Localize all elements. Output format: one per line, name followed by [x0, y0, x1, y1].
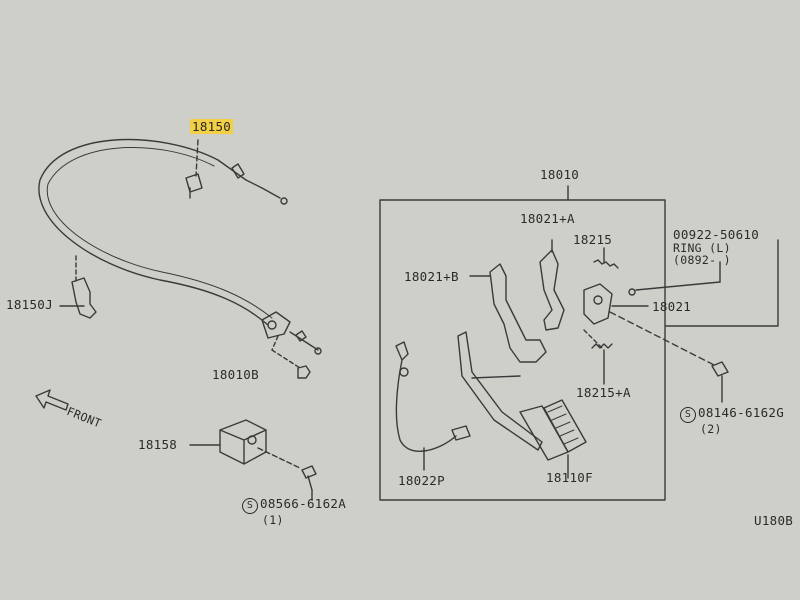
- cable-end-ball: [280, 197, 288, 205]
- part-label-ring-date: (0892- ): [673, 253, 731, 267]
- part-label-ring-name: RING (L): [673, 241, 731, 255]
- cable-bracket: [71, 277, 97, 319]
- bolt-right: [711, 361, 729, 389]
- pedal-assembly-frame: [379, 199, 779, 501]
- cable-end-fitting: [217, 159, 281, 199]
- part-label-18215A: 18215+A: [576, 385, 631, 400]
- accelerator-cable: [38, 138, 269, 326]
- part-qty-bolt-right: (2): [700, 422, 722, 436]
- part-label-18021A: 18021+A: [520, 211, 575, 226]
- bracket-18021B: [489, 263, 547, 363]
- part-label-18215: 18215: [573, 232, 613, 247]
- part-label-18010B: 18010B: [212, 367, 259, 382]
- switch-18021: [583, 283, 613, 325]
- part-label-18021B: 18021+B: [404, 269, 459, 284]
- part-label-18010: 18010: [540, 167, 580, 182]
- pedal-arm: [457, 331, 543, 451]
- cable-lower-fitting: [261, 311, 291, 339]
- spring-18215A: [591, 343, 613, 349]
- bolt-left: [301, 465, 317, 491]
- s-circle-icon: S: [680, 407, 696, 423]
- ring: [628, 288, 636, 296]
- page-code: U180B: [754, 513, 794, 528]
- part-label-ring-number: 00922-50610: [673, 227, 760, 242]
- cable-block: [219, 419, 267, 465]
- front-arrow: [35, 389, 69, 411]
- part-label-18022P: 18022P: [398, 473, 445, 488]
- pedal-pad: [543, 399, 587, 453]
- part-label-18158: 18158: [138, 437, 178, 452]
- part-label-18110F: 18110F: [546, 470, 593, 485]
- cable-clip: [185, 173, 203, 199]
- bracket-18021A: [539, 249, 565, 331]
- harness-connector: [451, 425, 471, 441]
- accelerator-cable-inner: [46, 147, 273, 319]
- harness-18022P: [395, 341, 457, 452]
- part-label-18150J: 18150J: [6, 297, 53, 312]
- cable-nut: [297, 365, 311, 379]
- part-label-18150: 18150: [190, 119, 234, 134]
- part-label-18021: 18021: [652, 299, 692, 314]
- s-circle-icon: S: [242, 498, 258, 514]
- spring-18215: [593, 259, 619, 269]
- part-qty-bolt-left: (1): [262, 513, 284, 527]
